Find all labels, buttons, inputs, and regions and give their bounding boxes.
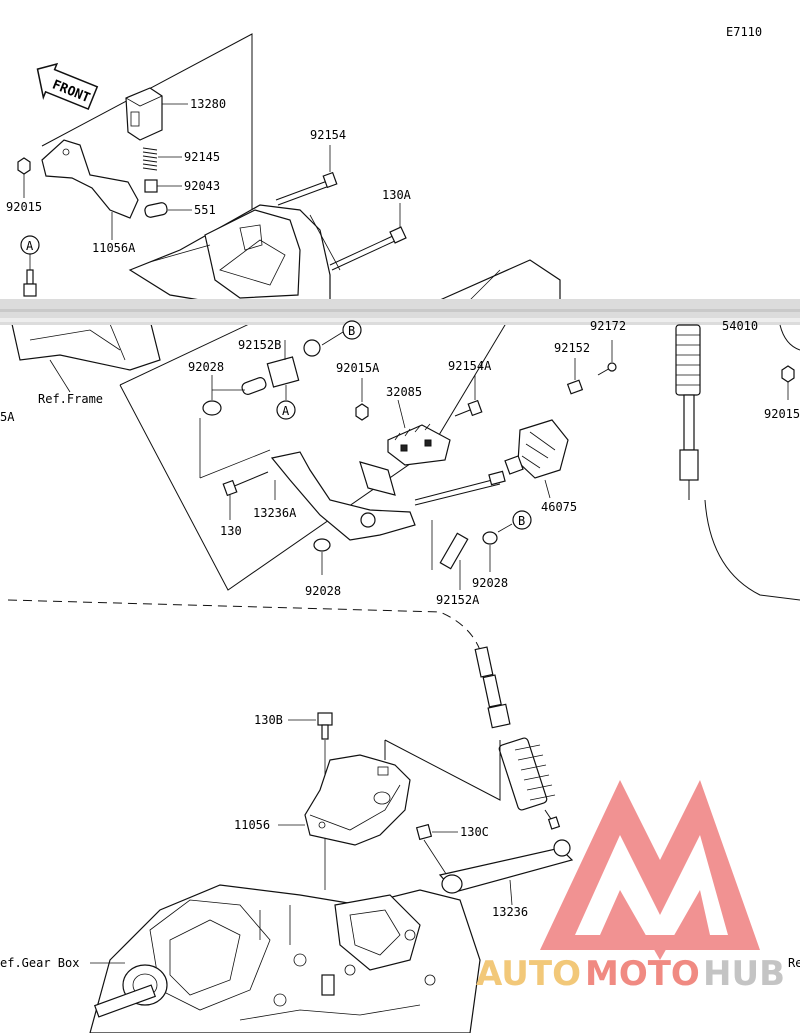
- part-92154-bolt: [275, 171, 338, 206]
- ref-gear-box-label: ef.Gear Box: [0, 956, 79, 970]
- ref-right-cut-label: Re: [788, 956, 800, 970]
- svg-text:A: A: [282, 404, 290, 418]
- label-92015A: 92015A: [336, 361, 380, 375]
- label-92152A: 92152A: [436, 593, 480, 607]
- part-92152B-collar: [241, 339, 321, 400]
- label-11056A: 11056A: [92, 241, 136, 255]
- part-92015-nut-right: [781, 365, 795, 383]
- part-lower-cable: [474, 646, 561, 830]
- front-arrow-icon: FRONT: [36, 62, 99, 111]
- label-130B: 130B: [254, 713, 283, 727]
- label-32085: 32085: [386, 385, 422, 399]
- label-551: 551: [194, 203, 216, 217]
- part-92028-washer-right: [482, 531, 498, 545]
- part-92015-nut-left: [17, 157, 31, 175]
- part-92152-collar: [566, 379, 584, 395]
- callout-b-right: B: [497, 510, 532, 533]
- label-92043: 92043: [184, 179, 220, 193]
- part-13236A-lever: [270, 451, 506, 541]
- part-92145-spring: [142, 147, 158, 171]
- part-130-bolt: [222, 471, 269, 497]
- label-130C: 130C: [460, 825, 489, 839]
- dashed-cable-route: [7, 599, 481, 651]
- part-46075-knob: [504, 419, 569, 479]
- watermark-logo: [540, 780, 760, 960]
- label-11056: 11056: [234, 818, 270, 832]
- part-92028-washer-bottom: [313, 538, 331, 552]
- label-92015-right: 92015: [764, 407, 800, 421]
- label-13236: 13236: [492, 905, 528, 919]
- callout-a-mid: A: [276, 400, 296, 420]
- ref-frame-label: Ref.Frame: [38, 392, 103, 406]
- label-130A: 130A: [382, 188, 412, 202]
- label-92145: 92145: [184, 150, 220, 164]
- part-92154A-bolt: [454, 399, 483, 417]
- label-92154A: 92154A: [448, 359, 492, 373]
- diagram-code: E7110: [726, 25, 762, 39]
- part-92043-pin: [144, 179, 158, 193]
- label-92172: 92172: [590, 319, 626, 333]
- watermark-hub: HUB: [703, 954, 785, 994]
- svg-text:B: B: [348, 324, 355, 338]
- label-92154: 92154: [310, 128, 346, 142]
- label-13236A: 13236A: [253, 506, 297, 520]
- part-551-slider: [144, 202, 168, 218]
- part-92152A-collar: [431, 520, 469, 570]
- label-partial-5A: 5A: [0, 410, 15, 424]
- part-32085-guide: [387, 423, 451, 466]
- part-13280-bracket: [125, 87, 163, 141]
- gear-box: [89, 884, 481, 1033]
- torn-strip: [0, 299, 800, 325]
- label-92028-top: 92028: [188, 360, 224, 374]
- label-46075: 46075: [541, 500, 577, 514]
- part-130A-bolt: [329, 226, 407, 271]
- part-11056A-plate: [41, 139, 139, 219]
- watermark-moto: MOTO: [585, 954, 700, 994]
- watermark-wordmark: AUTO MOTO HUB: [476, 954, 785, 994]
- label-92028-right: 92028: [472, 576, 508, 590]
- upper-leader-lines: [23, 103, 789, 590]
- label-130: 130: [220, 524, 242, 538]
- part-92172-screw: [597, 362, 617, 376]
- part-13236-lever: [438, 839, 574, 906]
- part-11056-bracket: [278, 754, 411, 846]
- part-130C-bolt: [415, 823, 458, 881]
- svg-text:B: B: [518, 514, 525, 528]
- callout-b-top: B: [321, 320, 362, 346]
- part-labels: 13280 92145 92043 551 11056A 92015 92154…: [0, 97, 800, 970]
- label-92152: 92152: [554, 341, 590, 355]
- callout-a-left: A: [20, 235, 40, 297]
- part-54010-cable: [675, 324, 800, 601]
- label-92015-left: 92015: [6, 200, 42, 214]
- ref-frame-leader: [49, 359, 71, 393]
- lower-assembly-outline: [384, 739, 501, 801]
- part-92028-washer-top: [202, 400, 222, 416]
- label-92028-bottom: 92028: [305, 584, 341, 598]
- svg-text:A: A: [26, 239, 34, 253]
- label-92152B: 92152B: [238, 338, 281, 352]
- label-13280: 13280: [190, 97, 226, 111]
- label-54010: 54010: [722, 319, 758, 333]
- watermark-auto: AUTO: [476, 954, 581, 994]
- part-92015A-nut: [355, 403, 369, 421]
